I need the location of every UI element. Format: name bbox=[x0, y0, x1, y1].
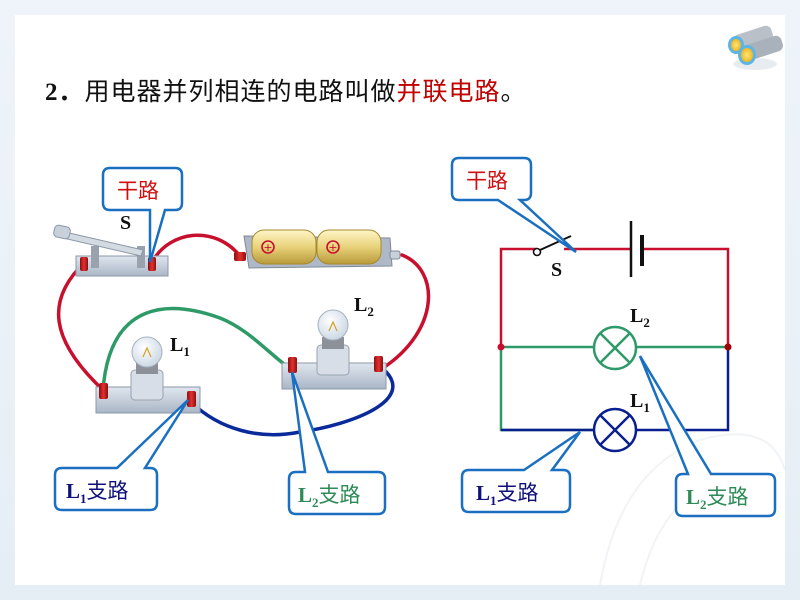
switch-label-physical: S bbox=[120, 212, 132, 234]
branch1-text: 支路 bbox=[496, 481, 539, 505]
title-highlight: 并联电路 bbox=[396, 77, 501, 106]
branch2-text: 支路 bbox=[318, 483, 361, 507]
schematic-lamp-L2[interactable] bbox=[592, 325, 638, 371]
branch2-wire-L1-to-L2 bbox=[101, 306, 294, 392]
main-wire-switch-to-L1 bbox=[56, 260, 105, 392]
battery-plus-icon: + bbox=[263, 241, 272, 254]
lamp2-label-schematic: L2 bbox=[630, 305, 650, 331]
bulb2-sub: 2 bbox=[367, 304, 374, 319]
callout-branch1-schematic bbox=[460, 430, 582, 514]
bulb2-label-physical: L2 bbox=[354, 294, 374, 320]
main-wire-switch-to-battery bbox=[150, 233, 242, 264]
schematic-battery bbox=[629, 221, 644, 277]
page-title: 2．用电器并列相连的电路叫做并联电路。 bbox=[45, 72, 527, 108]
branch2-sub: 2 bbox=[700, 497, 707, 513]
callout-branch2-schematic bbox=[638, 355, 777, 518]
branch2-text: 支路 bbox=[706, 485, 749, 509]
bulb1-label-physical: L1 bbox=[170, 334, 190, 360]
branch1-sub: 1 bbox=[490, 493, 497, 509]
callout-branch2-physical bbox=[287, 371, 387, 516]
callout-branch2-label-schematic: L2支路 bbox=[686, 481, 749, 513]
callout-main-physical bbox=[101, 166, 184, 263]
callout-branch1-physical bbox=[53, 399, 190, 512]
branch1-letter: L bbox=[476, 481, 491, 505]
lamp2-sub: 2 bbox=[643, 315, 650, 330]
lamp1-letter: L bbox=[630, 390, 644, 412]
bulb-L2[interactable] bbox=[281, 309, 387, 390]
branch1-letter: L bbox=[66, 479, 81, 503]
branch2-sub: 2 bbox=[312, 495, 319, 511]
branch1-sub: 1 bbox=[80, 491, 87, 507]
branch1-text: 支路 bbox=[86, 479, 129, 503]
switch-label-schematic: S bbox=[551, 259, 563, 281]
battery-pack[interactable]: + + bbox=[234, 229, 401, 269]
callout-main-label-physical: 干路 bbox=[117, 179, 159, 203]
junction-dot-left bbox=[497, 343, 505, 351]
callout-branch1-label-physical: L1支路 bbox=[66, 475, 129, 507]
title-end: 。 bbox=[500, 77, 527, 106]
lamp1-label-schematic: L1 bbox=[630, 390, 650, 416]
bulb-L1[interactable] bbox=[95, 336, 201, 414]
binoculars-icon bbox=[728, 25, 783, 70]
battery-plus-icon: + bbox=[328, 241, 337, 254]
bulb1-letter: L bbox=[170, 334, 184, 356]
junction-dot-right bbox=[724, 343, 732, 351]
main-wire-battery-to-L2 bbox=[381, 253, 431, 370]
branch2-letter: L bbox=[298, 483, 313, 507]
title-number: 2． bbox=[45, 79, 85, 106]
callout-branch1-label-schematic: L1支路 bbox=[476, 477, 539, 509]
physical-wires bbox=[56, 233, 431, 437]
knife-switch[interactable] bbox=[53, 224, 169, 277]
schematic-switch[interactable] bbox=[532, 235, 572, 257]
callout-main-schematic bbox=[450, 156, 577, 254]
callout-branch2-label-physical: L2支路 bbox=[298, 479, 361, 511]
lamp1-sub: 1 bbox=[643, 400, 650, 415]
schematic-lamp-L1[interactable] bbox=[592, 407, 638, 453]
bulb2-letter: L bbox=[354, 294, 368, 316]
callout-main-label-schematic: 干路 bbox=[466, 169, 508, 193]
branch2-letter: L bbox=[686, 485, 701, 509]
lamp2-letter: L bbox=[630, 305, 644, 327]
schematic-wires bbox=[499, 247, 730, 432]
switch-terminal-left bbox=[80, 257, 88, 271]
bulb1-sub: 1 bbox=[183, 344, 190, 359]
title-text: 用电器并列相连的电路叫做 bbox=[84, 77, 397, 106]
